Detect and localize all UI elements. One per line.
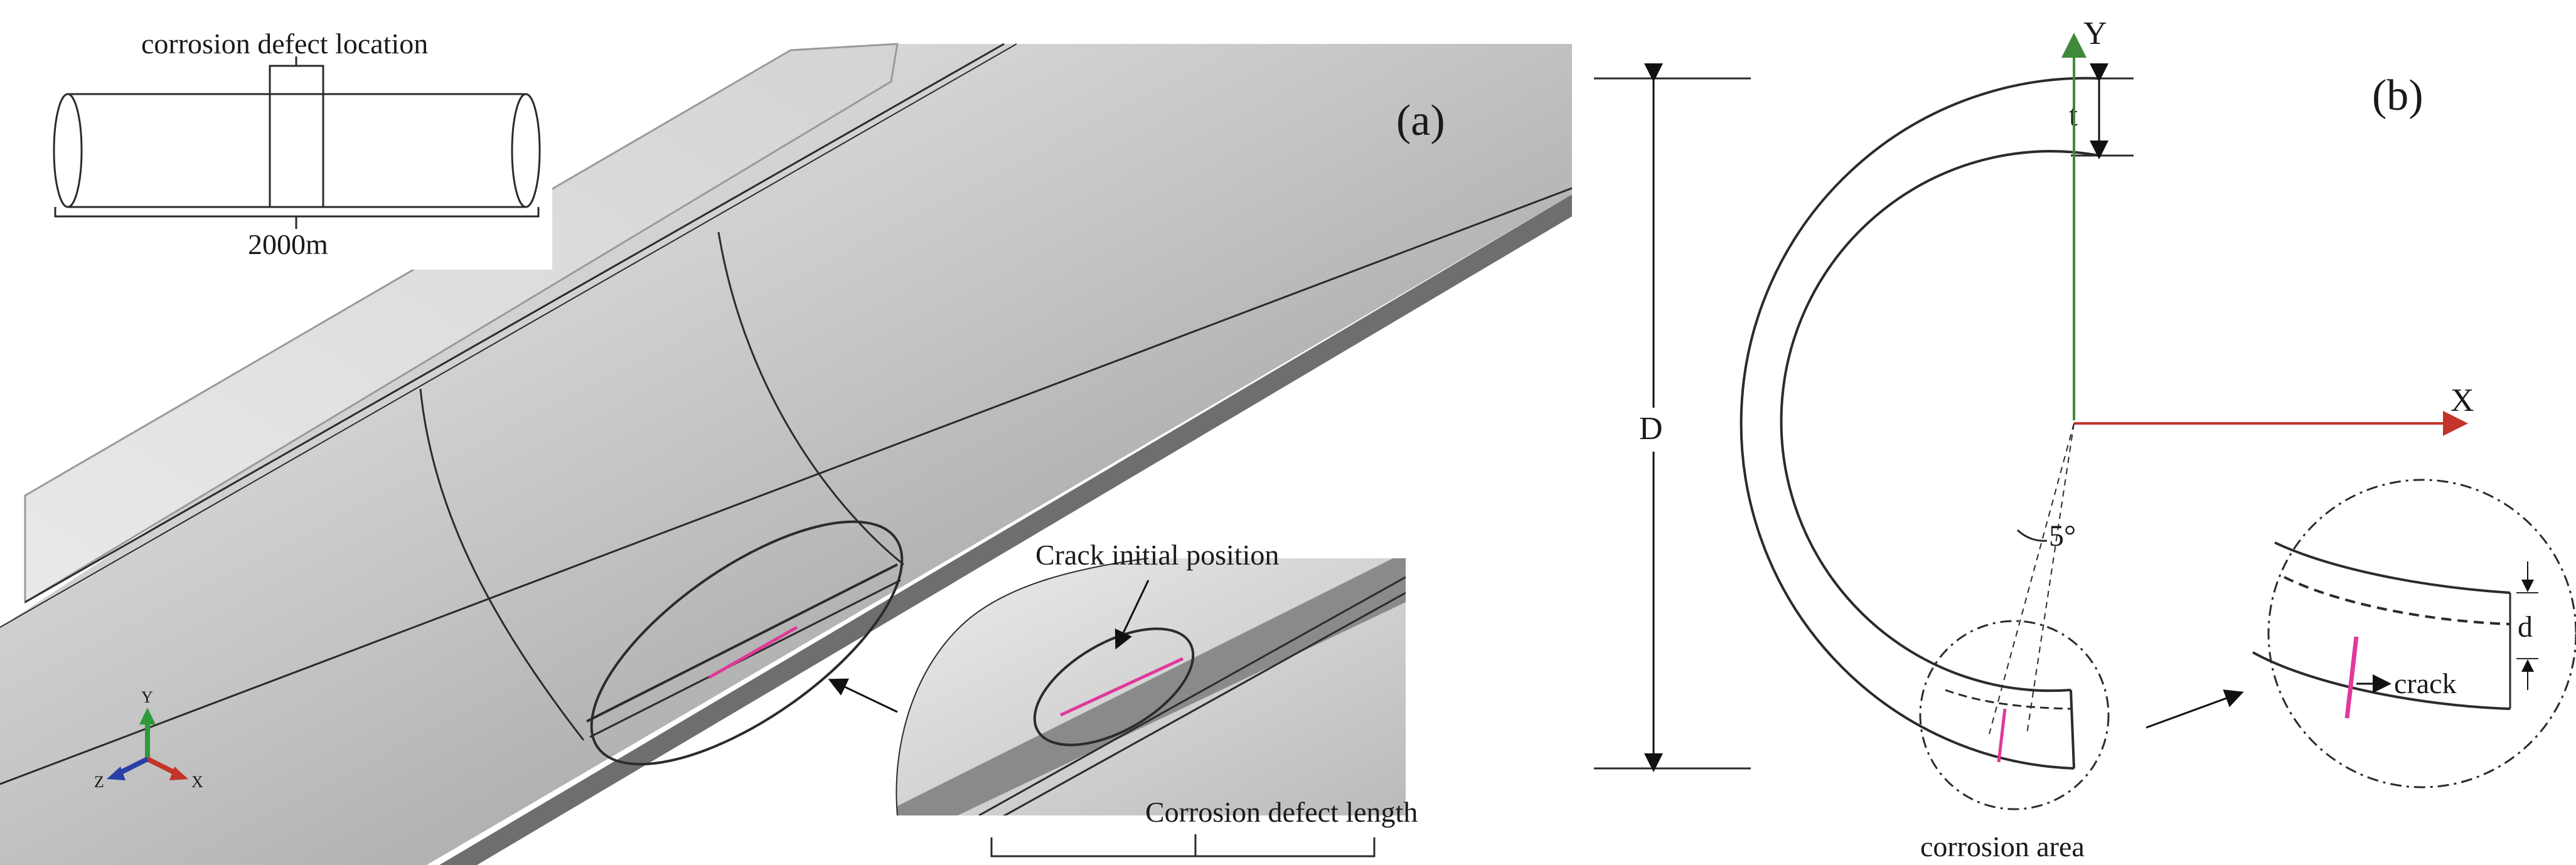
defect-ellipse: [590, 520, 904, 766]
corrosion-defect-location-label: corrosion defect location: [141, 28, 428, 60]
detail-arrow: [2146, 689, 2244, 729]
pipe-top-edge-line: [24, 43, 1005, 603]
x-axis-label: X: [2450, 383, 2474, 418]
triad-x-label: X: [191, 773, 203, 791]
crack-label-arrow: [1114, 580, 1150, 650]
crack-initial-position-label: Crack initial position: [1035, 539, 1279, 571]
corrosion-detail: crack d: [2252, 479, 2576, 788]
panel-a-label: (a): [1396, 97, 1445, 145]
coordinate-triad: Y Z X: [94, 688, 203, 791]
corrosion-area-circle: [1919, 620, 2110, 810]
crack-label: crack: [2394, 667, 2457, 699]
panel-a: Crack initial position Corrosion defect …: [0, 13, 1573, 865]
triad-y-label: Y: [141, 688, 153, 706]
triad-z-label: Z: [94, 773, 104, 791]
detail-dashed-line: [2284, 576, 2511, 625]
corrosion-defect-length-label: Corrosion defect length: [1145, 796, 1418, 828]
corrosion-area-label: corrosion area: [1920, 831, 2085, 862]
y-axis-label: Y: [2083, 16, 2107, 51]
angle-label: 5°: [2049, 519, 2076, 553]
section-crack-line: [1997, 708, 2007, 763]
panel-b-label: (b): [2372, 72, 2424, 120]
detail-crack-line: [2344, 636, 2359, 719]
angle-ray-right: [2026, 423, 2075, 735]
detail-circle: [2267, 479, 2576, 788]
corrosion-depth-dashed: [1945, 689, 2071, 710]
pipe-top-wall: [24, 43, 899, 604]
crack-ellipse: [1033, 627, 1195, 746]
pipe-end-cap: [2070, 689, 2075, 769]
diameter-label: D: [1639, 411, 1663, 447]
pipe-ridge-line: [0, 43, 1017, 628]
corrosion-boundary-left: [419, 388, 585, 741]
crack-line: [708, 625, 798, 679]
pipe-bottom-lip: [439, 194, 1572, 865]
zoom-arrow: [828, 678, 898, 713]
pipe-outer-wall: [1740, 77, 2100, 770]
defect-length-bracket: [990, 837, 1376, 857]
pipe-overview-inset: corrosion defect location 2000m: [0, 13, 552, 270]
inset-crack-line: [1059, 657, 1184, 717]
corrosion-boundary-right: [717, 231, 904, 566]
angle-arc: [2016, 529, 2048, 542]
pipe-bottom-edge-line: [0, 187, 1573, 785]
inset-outline: [895, 558, 1149, 816]
groove-line-upper: [586, 563, 898, 723]
pipe-inner-surface: [0, 44, 1572, 865]
depth-label: d: [2518, 610, 2533, 644]
pipe-length-label: 2000m: [248, 228, 328, 260]
angle-ray-left: [1989, 423, 2075, 735]
pipe-inner-wall: [1780, 150, 2100, 693]
panel-b: D t Y X 5° corrosion area: [1594, 16, 2576, 862]
